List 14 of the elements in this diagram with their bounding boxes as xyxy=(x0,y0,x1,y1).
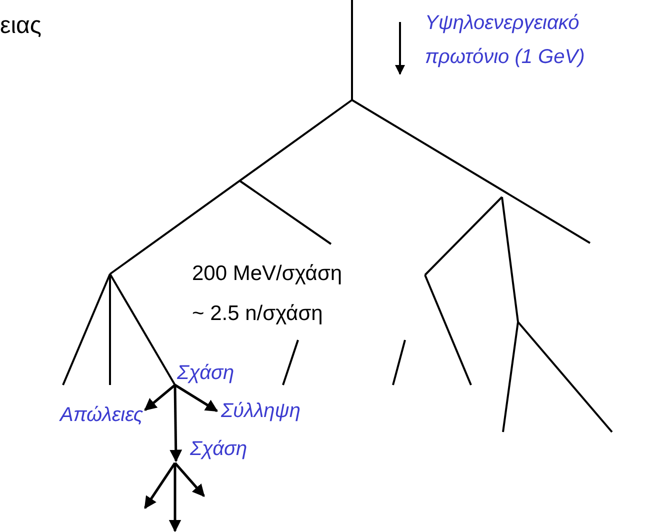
process-label: Σχάση xyxy=(177,362,234,385)
arrow xyxy=(174,384,218,412)
arrow xyxy=(144,384,176,411)
arrow xyxy=(144,462,176,510)
arrow xyxy=(168,463,182,532)
label-text: ~ 2.5 n/σχάση xyxy=(192,301,323,327)
label-text: 200 MeV/σχάση xyxy=(192,261,342,287)
arrow xyxy=(174,462,205,497)
arrow xyxy=(170,384,182,462)
label-text: ειας xyxy=(0,11,42,41)
process-label: Σύλληψη xyxy=(221,400,300,423)
process-label: Απώλειες xyxy=(60,404,144,427)
process-label: Σχάση xyxy=(176,438,248,461)
label-text: Υψηλοενεργειακό πρωτόνιο (1 GeV) xyxy=(425,11,586,70)
